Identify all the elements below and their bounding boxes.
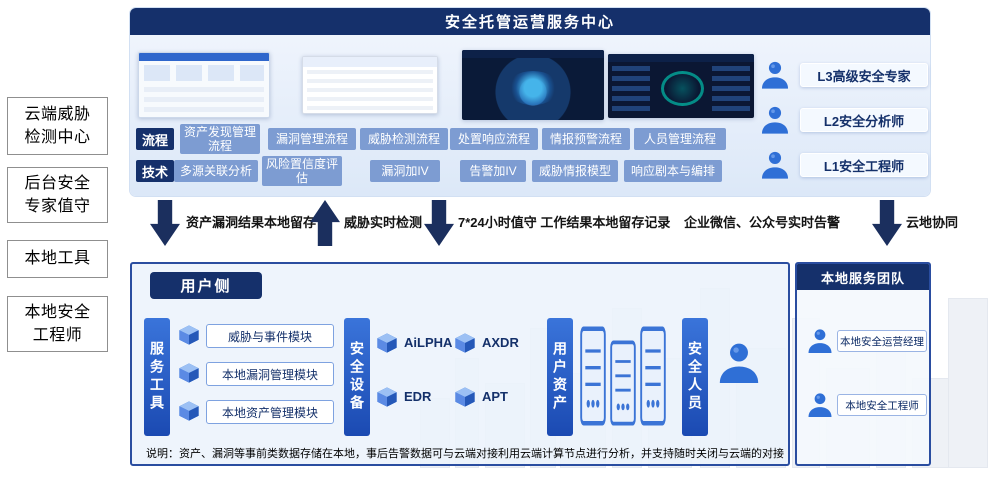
group-title-security-devices: 安全设备 — [344, 318, 370, 436]
screenshot-decoration — [507, 71, 559, 105]
screenshot-decoration — [144, 65, 264, 81]
person-icon — [714, 338, 764, 388]
panel-note: 说明：资产、漏洞等事前类数据存储在本地，事后告警数据可与云端对接利用云端计算节点… — [146, 448, 784, 460]
cube-icon — [178, 324, 200, 346]
person-icon — [805, 390, 835, 420]
server-icon — [640, 326, 666, 426]
tech-item: 多源关联分析 — [174, 160, 258, 182]
process-item: 资产发现管理流程 — [180, 124, 260, 154]
server-icon — [610, 340, 636, 426]
panel-title: 安全托管运营服务中心 — [130, 8, 930, 35]
left-label-cloud-threat-center: 云端威胁 检测中心 — [7, 97, 108, 155]
process-item: 处置响应流程 — [450, 128, 538, 150]
left-label-backend-experts: 后台安全 专家值守 — [7, 167, 108, 223]
cube-icon — [376, 386, 398, 408]
process-tag: 流程 — [136, 128, 174, 150]
screenshot-decoration — [303, 57, 437, 67]
flow-label-duty: 7*24小时值守 工作结果本地留存记录 — [458, 215, 671, 230]
screenshot-decoration — [462, 50, 604, 58]
person-icon — [758, 58, 792, 92]
flow-label-wechat-alert: 企业微信、公众号实时告警 — [684, 215, 841, 230]
cube-icon — [178, 362, 200, 384]
expert-row-l3: L3高级安全专家 — [758, 58, 928, 92]
module-local-asset: 本地资产管理模块 — [206, 400, 334, 424]
skyline-building — [948, 298, 988, 468]
flow-label-asset-retention: 资产漏洞结果本地留存 — [186, 215, 317, 230]
flow-label-threat-detect: 威胁实时检测 — [344, 215, 423, 230]
screenshot-decoration — [712, 66, 750, 112]
user-side-tab: 用户侧 — [150, 272, 262, 299]
screenshot-asset-console — [138, 52, 270, 118]
module-threat-event: 威胁与事件模块 — [206, 324, 334, 348]
expert-label: L2安全分析师 — [800, 108, 928, 132]
screenshot-decoration — [307, 70, 433, 110]
person-icon — [805, 326, 835, 356]
cube-icon — [376, 332, 398, 354]
cloud-service-panel: 安全托管运营服务中心 流程 资产发现管理流程 漏洞管理流程 威胁检测流程 处置响… — [130, 8, 930, 196]
screenshot-decoration — [139, 53, 269, 61]
person-icon — [758, 148, 792, 182]
group-title-service-tools: 服务工具 — [144, 318, 170, 436]
screenshot-decoration — [612, 66, 650, 112]
expert-row-l1: L1安全工程师 — [758, 148, 928, 182]
process-item: 威胁检测流程 — [360, 128, 448, 150]
screenshot-decoration — [608, 54, 754, 62]
person-icon — [758, 103, 792, 137]
cube-icon — [454, 332, 476, 354]
local-team-title: 本地服务团队 — [797, 264, 929, 290]
group-title-security-staff: 安全人员 — [682, 318, 708, 436]
local-team-panel: 本地服务团队 本地安全运营经理 本地安全工程师 — [795, 262, 931, 466]
member-engineer: 本地安全工程师 — [837, 394, 927, 416]
left-label-local-engineer: 本地安全 工程师 — [7, 296, 108, 352]
screenshot-threat-dashboard — [462, 50, 604, 120]
tech-item: 漏洞加IV — [370, 160, 440, 182]
screenshot-soc-dashboard — [608, 54, 754, 118]
expert-label: L1安全工程师 — [800, 153, 928, 177]
expert-label: L3高级安全专家 — [800, 63, 928, 87]
device-axdr: AXDR — [482, 335, 519, 350]
process-item: 情报预警流程 — [542, 128, 630, 150]
process-item: 人员管理流程 — [634, 128, 726, 150]
process-item: 漏洞管理流程 — [268, 128, 356, 150]
cube-icon — [178, 400, 200, 422]
tech-item: 风险置信度评估 — [262, 156, 342, 186]
cube-icon — [454, 386, 476, 408]
device-edr: EDR — [404, 389, 432, 404]
tech-item: 威胁情报模型 — [532, 160, 618, 182]
device-ailpha: AiLPHA — [404, 335, 453, 350]
left-label-local-tools: 本地工具 — [7, 240, 108, 278]
member-ops-manager: 本地安全运营经理 — [837, 330, 927, 352]
screenshot-decoration — [660, 70, 705, 107]
flow-label-cloud-sync: 云地协同 — [906, 215, 959, 230]
user-side-panel: 用户侧 服务工具 威胁与事件模块 本地漏洞管理模块 本地资产管理模块 安全设备 … — [130, 262, 790, 466]
server-icon — [580, 326, 606, 426]
tech-tag: 技术 — [136, 160, 174, 182]
module-local-vuln: 本地漏洞管理模块 — [206, 362, 334, 386]
tech-item: 告警加IV — [460, 160, 526, 182]
screenshot-vuln-table — [302, 56, 438, 114]
screenshot-decoration — [144, 87, 264, 113]
expert-row-l2: L2安全分析师 — [758, 103, 928, 137]
tech-item: 响应剧本与编排 — [624, 160, 722, 182]
device-apt: APT — [482, 389, 508, 404]
group-title-user-assets: 用户资产 — [547, 318, 573, 436]
